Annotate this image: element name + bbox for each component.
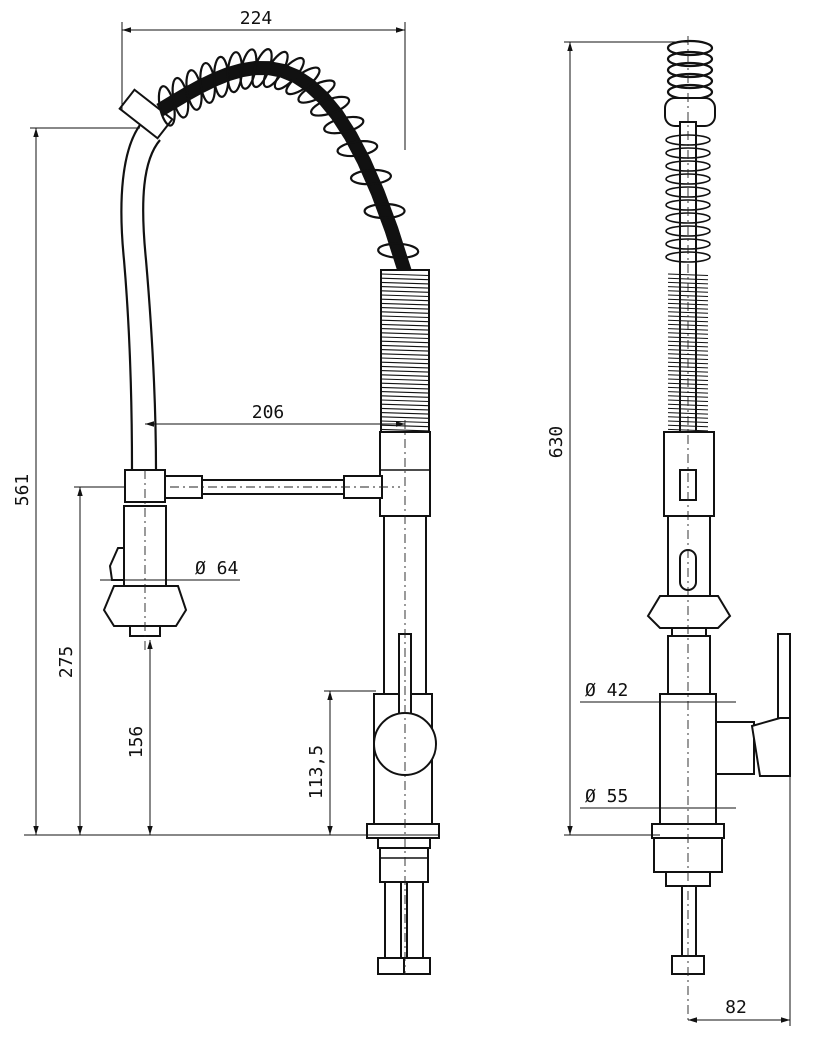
coil-turn [363, 202, 406, 220]
side-rib-line [667, 319, 709, 323]
side-rib-line [667, 336, 709, 339]
coil-turn [251, 48, 273, 89]
ribbed-hose-section [380, 269, 430, 433]
mount-nut [379, 847, 429, 883]
rib-line [380, 311, 430, 314]
dim-206-label: 206 [252, 402, 285, 423]
side-spray-tip [671, 627, 707, 637]
supply-hose-left [384, 881, 402, 961]
dim-224-label: 224 [240, 8, 273, 29]
side-coil-top-turn [666, 50, 714, 68]
side-coil-top-turn [666, 72, 714, 90]
side-rib-line [667, 357, 709, 360]
rib-line [380, 357, 430, 361]
rib-line [380, 344, 430, 348]
hose-connector [118, 88, 174, 140]
spray-head-clip [108, 547, 125, 581]
rib-line [380, 353, 430, 356]
rib-line [380, 403, 430, 407]
supply-hose-right [406, 881, 424, 961]
rib-line [380, 370, 430, 373]
base-flange [366, 823, 440, 839]
dim-55-label: Ø 55 [585, 786, 628, 807]
dim-82-label: 82 [725, 997, 747, 1018]
rib-line [380, 332, 430, 335]
side-rib-line [667, 386, 709, 390]
side-rib-line [667, 273, 709, 276]
side-rib-line [667, 412, 709, 415]
rib-line [380, 378, 430, 382]
rib-line [380, 416, 430, 419]
dim-113-label: 113,5 [306, 745, 327, 799]
rib-line [380, 281, 430, 285]
rib-line [380, 407, 430, 411]
side-rib-line [667, 298, 709, 302]
side-coil-top-turn [666, 61, 714, 79]
rib-line [380, 298, 430, 302]
pull-down-hose [120, 124, 161, 471]
rib-line [380, 277, 430, 281]
dim-64-label: Ø 64 [195, 558, 238, 579]
rib-line [380, 294, 430, 298]
coil-turn [377, 242, 420, 259]
rib-line [380, 395, 430, 398]
coil-turn [239, 48, 258, 90]
rib-line [380, 374, 430, 377]
side-rib-line [667, 374, 709, 377]
rib-line [380, 319, 430, 323]
dim-156-label: 156 [126, 726, 147, 759]
spring-coil [156, 48, 420, 275]
side-rib-line [667, 395, 709, 398]
dim-630-label: 630 [546, 426, 567, 459]
dim-42-label: Ø 42 [585, 680, 628, 701]
rib-line [380, 349, 430, 352]
side-mixer-neck [715, 721, 755, 775]
rib-line [380, 302, 430, 306]
rib-line [380, 382, 430, 386]
rib-line [380, 273, 430, 277]
rib-line [380, 386, 430, 390]
rib-line [380, 399, 430, 403]
front-view: 224 206 Ø 64 561 275 156 113,5 [12, 8, 440, 975]
rib-line [380, 365, 430, 369]
side-rib-line [667, 332, 709, 335]
side-rib-line [667, 294, 709, 297]
rib-line [380, 412, 430, 415]
side-rib-line [667, 424, 709, 428]
base-ring [377, 837, 431, 849]
rib-line [380, 428, 430, 432]
coil-turn [323, 115, 365, 135]
rib-line [380, 307, 430, 310]
coil-turn [336, 140, 379, 158]
side-coil-top-turn [666, 39, 714, 57]
dim-561-label: 561 [12, 474, 33, 507]
side-column [667, 635, 711, 695]
rib-line [380, 290, 430, 293]
supply-fitting-right [403, 957, 431, 975]
rib-line [380, 361, 430, 365]
rib-line [380, 328, 430, 331]
rib-line [380, 323, 430, 327]
side-handle-grip [750, 717, 791, 777]
coil-turn [285, 66, 321, 96]
coil-turn [310, 95, 351, 117]
rib-line [380, 286, 430, 289]
dim-275-label: 275 [56, 646, 77, 679]
side-rib-line [667, 370, 709, 373]
side-view: 630 Ø 42 Ø 55 82 [546, 36, 791, 1026]
side-rib-line [667, 407, 709, 411]
side-supply-hose [681, 885, 697, 959]
coil-turn [297, 79, 336, 104]
side-spring-top [666, 39, 714, 101]
rib-line [380, 336, 430, 340]
side-spray-nozzle [646, 595, 732, 629]
rib-line [380, 315, 430, 319]
side-rib-line [667, 311, 709, 314]
coil-turn [349, 168, 393, 186]
supply-fitting-left [377, 957, 405, 975]
side-rib-line [667, 349, 709, 352]
rib-line [380, 391, 430, 394]
rib-line [380, 340, 430, 344]
